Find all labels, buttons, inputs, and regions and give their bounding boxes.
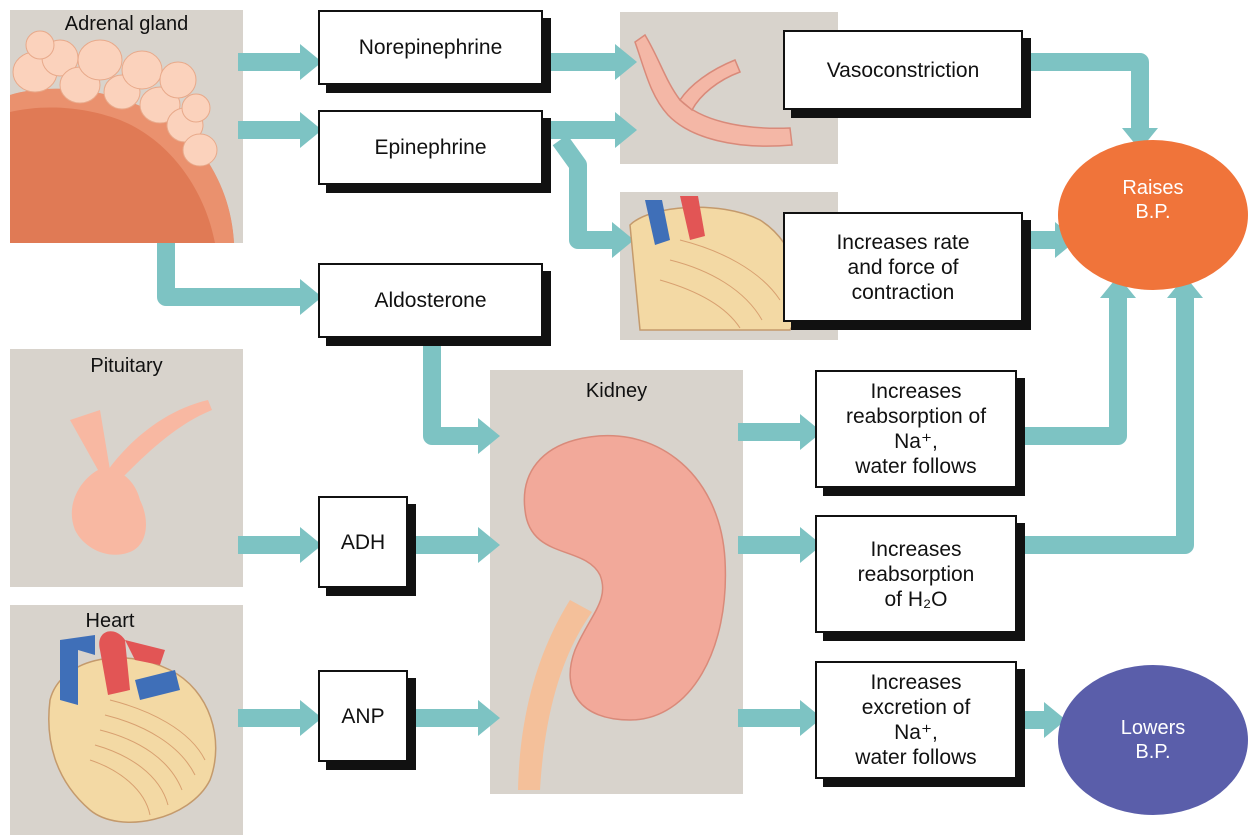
adh-text: ADH: [341, 530, 385, 555]
epinephrine-text: Epinephrine: [374, 135, 486, 160]
vasoconstriction-text: Vasoconstriction: [827, 58, 980, 83]
aldosterone-text: Aldosterone: [374, 288, 486, 313]
pituitary-illustration: [70, 400, 212, 555]
adh-box: ADH: [318, 496, 408, 588]
pituitary-label: Pituitary: [10, 355, 243, 378]
anp-text: ANP: [341, 704, 384, 729]
raises-bp-line-1: Raises: [1122, 176, 1183, 200]
heart-rate-line-3: contraction: [852, 280, 955, 305]
reabsorb-water-line-2: reabsorption: [858, 562, 975, 587]
reabsorb-water-line-1: Increases: [870, 537, 961, 562]
norepinephrine-text: Norepinephrine: [359, 35, 503, 60]
adrenal-gland-label: Adrenal gland: [10, 13, 243, 36]
heart-rate-line-2: and force of: [848, 255, 959, 280]
excrete-sodium-box: Increases excretion of Na⁺, water follow…: [815, 661, 1017, 779]
excrete-sodium-line-3: Na⁺,: [894, 720, 938, 745]
reabsorb-water-line-3: of H₂O: [885, 587, 948, 612]
heart-label: Heart: [10, 610, 210, 633]
raises-bp-oval: Raises B.P.: [1058, 140, 1248, 290]
kidney-label: Kidney: [490, 380, 743, 403]
reabsorb-sodium-line-4: water follows: [855, 454, 976, 479]
raises-bp-line-2: B.P.: [1135, 200, 1170, 224]
reabsorb-water-box: Increases reabsorption of H₂O: [815, 515, 1017, 633]
lowers-bp-oval: Lowers B.P.: [1058, 665, 1248, 815]
adrenal-gland-illustration: [10, 31, 234, 243]
heart-rate-line-1: Increases rate: [836, 230, 969, 255]
reabsorb-sodium-line-3: Na⁺,: [894, 429, 938, 454]
lowers-bp-line-1: Lowers: [1121, 716, 1185, 740]
excrete-sodium-line-4: water follows: [855, 745, 976, 770]
blood-vessel-illustration: [635, 35, 792, 146]
heart-muscle-illustration: [630, 196, 800, 330]
excrete-sodium-line-1: Increases: [870, 670, 961, 695]
norepinephrine-box: Norepinephrine: [318, 10, 543, 85]
reabsorb-sodium-line-2: reabsorption of: [846, 404, 986, 429]
lowers-bp-line-2: B.P.: [1135, 740, 1170, 764]
heart-illustration: [49, 631, 216, 822]
reabsorb-sodium-line-1: Increases: [870, 379, 961, 404]
anp-box: ANP: [318, 670, 408, 762]
heart-rate-force-box: Increases rate and force of contraction: [783, 212, 1023, 322]
excrete-sodium-line-2: excretion of: [862, 695, 971, 720]
vasoconstriction-box: Vasoconstriction: [783, 30, 1023, 110]
epinephrine-box: Epinephrine: [318, 110, 543, 185]
aldosterone-box: Aldosterone: [318, 263, 543, 338]
reabsorb-sodium-box: Increases reabsorption of Na⁺, water fol…: [815, 370, 1017, 488]
kidney-illustration: [518, 436, 725, 790]
